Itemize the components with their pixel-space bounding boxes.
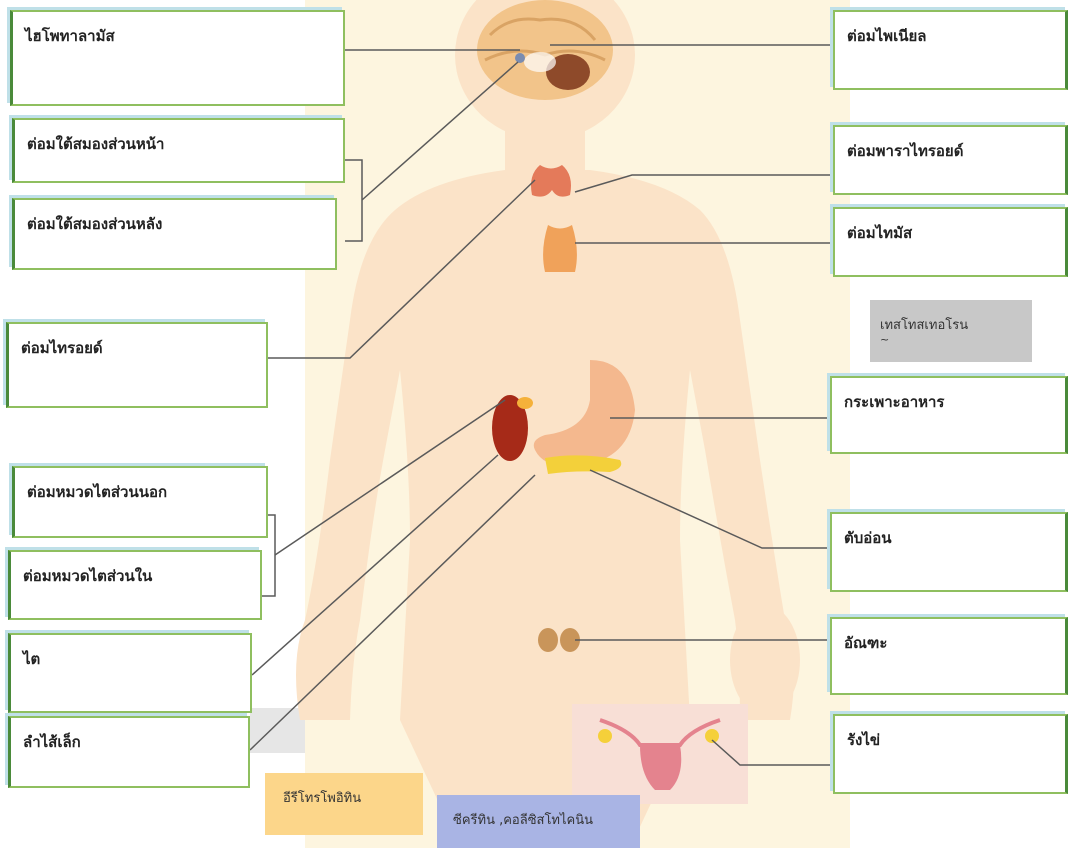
- thymus-organ-icon: [543, 225, 577, 272]
- label-adrenal-cortex: ต่อมหมวดไตส่วนนอก: [12, 466, 268, 538]
- label-stomach: กระเพาะอาหาร: [830, 376, 1068, 454]
- hormone-erythropoietin: อีรีโทรโพอิทิน: [265, 773, 423, 835]
- pancreas-organ-icon: [545, 455, 621, 474]
- label-hypothalamus: ไฮโพทาลามัส: [10, 10, 345, 106]
- label-kidney: ไต: [8, 633, 252, 713]
- label-adrenal-medulla: ต่อมหมวดไตส่วนใน: [8, 550, 262, 620]
- left-gray-patch: [250, 708, 305, 753]
- label-pineal: ต่อมไพเนียล: [833, 10, 1068, 90]
- label-thyroid: ต่อมไทรอยด์: [6, 322, 268, 408]
- label-testis: อัณฑะ: [830, 617, 1068, 695]
- label-small-intestine: ลำไส้เล็ก: [8, 716, 250, 788]
- hormone-secretin-cck: ซีครีทิน ,คอลีซิสโทไคนิน: [437, 795, 640, 848]
- label-ovary: รังไข่: [833, 714, 1068, 794]
- hormone-testosterone-mark: ~: [880, 335, 1022, 345]
- label-anterior-pituitary: ต่อมใต้สมองส่วนหน้า: [12, 118, 345, 183]
- hormone-testosterone: เทสโทสเทอโรน ~: [870, 300, 1032, 362]
- label-parathyroid: ต่อมพาราไทรอยด์: [833, 125, 1068, 195]
- label-pancreas: ตับอ่อน: [830, 512, 1068, 592]
- label-thymus: ต่อมไทมัส: [833, 207, 1068, 277]
- hormone-testosterone-label: เทสโทสเทอโรน: [880, 314, 1022, 335]
- label-posterior-pituitary: ต่อมใต้สมองส่วนหลัง: [12, 198, 337, 270]
